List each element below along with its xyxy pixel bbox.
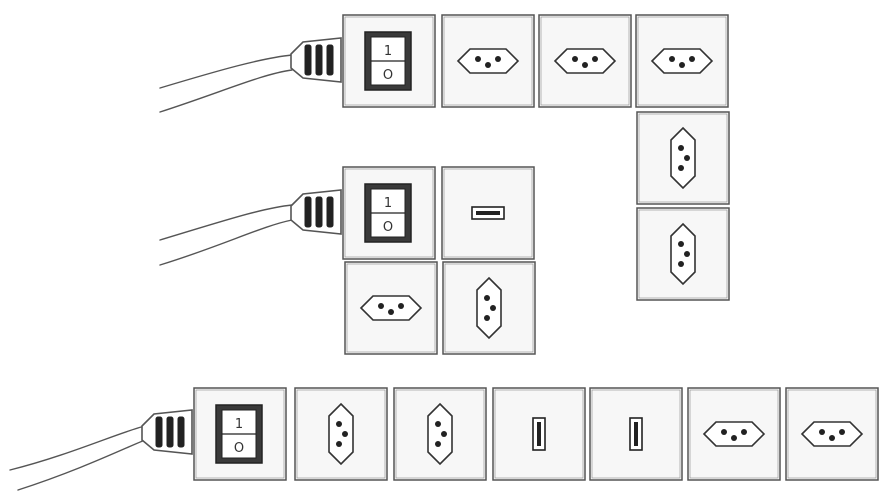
module-switch[interactable]: 1O (342, 14, 436, 108)
power-cable (159, 54, 293, 113)
power-cable (9, 425, 146, 491)
switch-off-label: O (383, 68, 393, 83)
switch-off-label: O (383, 220, 393, 235)
module-socket-vertical (636, 207, 730, 301)
switch-on-label: 1 (235, 417, 243, 432)
module-socket-horizontal (687, 387, 781, 481)
socket-vertical-icon (670, 126, 696, 190)
module-socket-horizontal (538, 14, 632, 108)
module-usb (589, 387, 683, 481)
socket-horizontal-icon (456, 48, 520, 74)
module-socket-horizontal (441, 14, 535, 108)
power-switch[interactable]: 1O (364, 31, 412, 91)
plug-icon (290, 37, 342, 83)
module-usb (492, 387, 586, 481)
power-cable (159, 204, 293, 266)
socket-vertical-icon (328, 402, 354, 466)
socket-horizontal-icon (800, 421, 864, 447)
module-socket-vertical (294, 387, 388, 481)
module-switch[interactable]: 1O (342, 166, 436, 260)
module-socket-horizontal (785, 387, 879, 481)
switch-off-label: O (234, 441, 244, 456)
socket-horizontal-icon (650, 48, 714, 74)
socket-vertical-icon (476, 276, 502, 340)
power-strip-straight-strip: 1O (141, 387, 879, 481)
usb-port-icon (532, 417, 546, 451)
module-usb (441, 166, 535, 260)
module-socket-vertical (393, 387, 487, 481)
module-switch[interactable]: 1O (193, 387, 287, 481)
socket-vertical-icon (670, 222, 696, 286)
power-switch[interactable]: 1O (364, 183, 412, 243)
socket-horizontal-icon (553, 48, 617, 74)
module-socket-vertical (442, 261, 536, 355)
power-strip-square-strip: 1O (290, 166, 536, 355)
socket-horizontal-icon (359, 295, 423, 321)
module-socket-horizontal (344, 261, 438, 355)
switch-on-label: 1 (384, 44, 392, 59)
usb-port-icon (629, 417, 643, 451)
plug-icon (290, 189, 342, 235)
power-strip-l-shaped-strip: 1O (290, 14, 730, 301)
switch-on-label: 1 (384, 196, 392, 211)
usb-port-icon (471, 206, 505, 220)
module-socket-vertical (636, 111, 730, 205)
plug-icon (141, 409, 193, 455)
socket-vertical-icon (427, 402, 453, 466)
socket-horizontal-icon (702, 421, 766, 447)
module-socket-horizontal (635, 14, 729, 108)
cables-layer (9, 54, 293, 491)
module-frame (342, 166, 436, 260)
power-switch[interactable]: 1O (215, 404, 263, 464)
